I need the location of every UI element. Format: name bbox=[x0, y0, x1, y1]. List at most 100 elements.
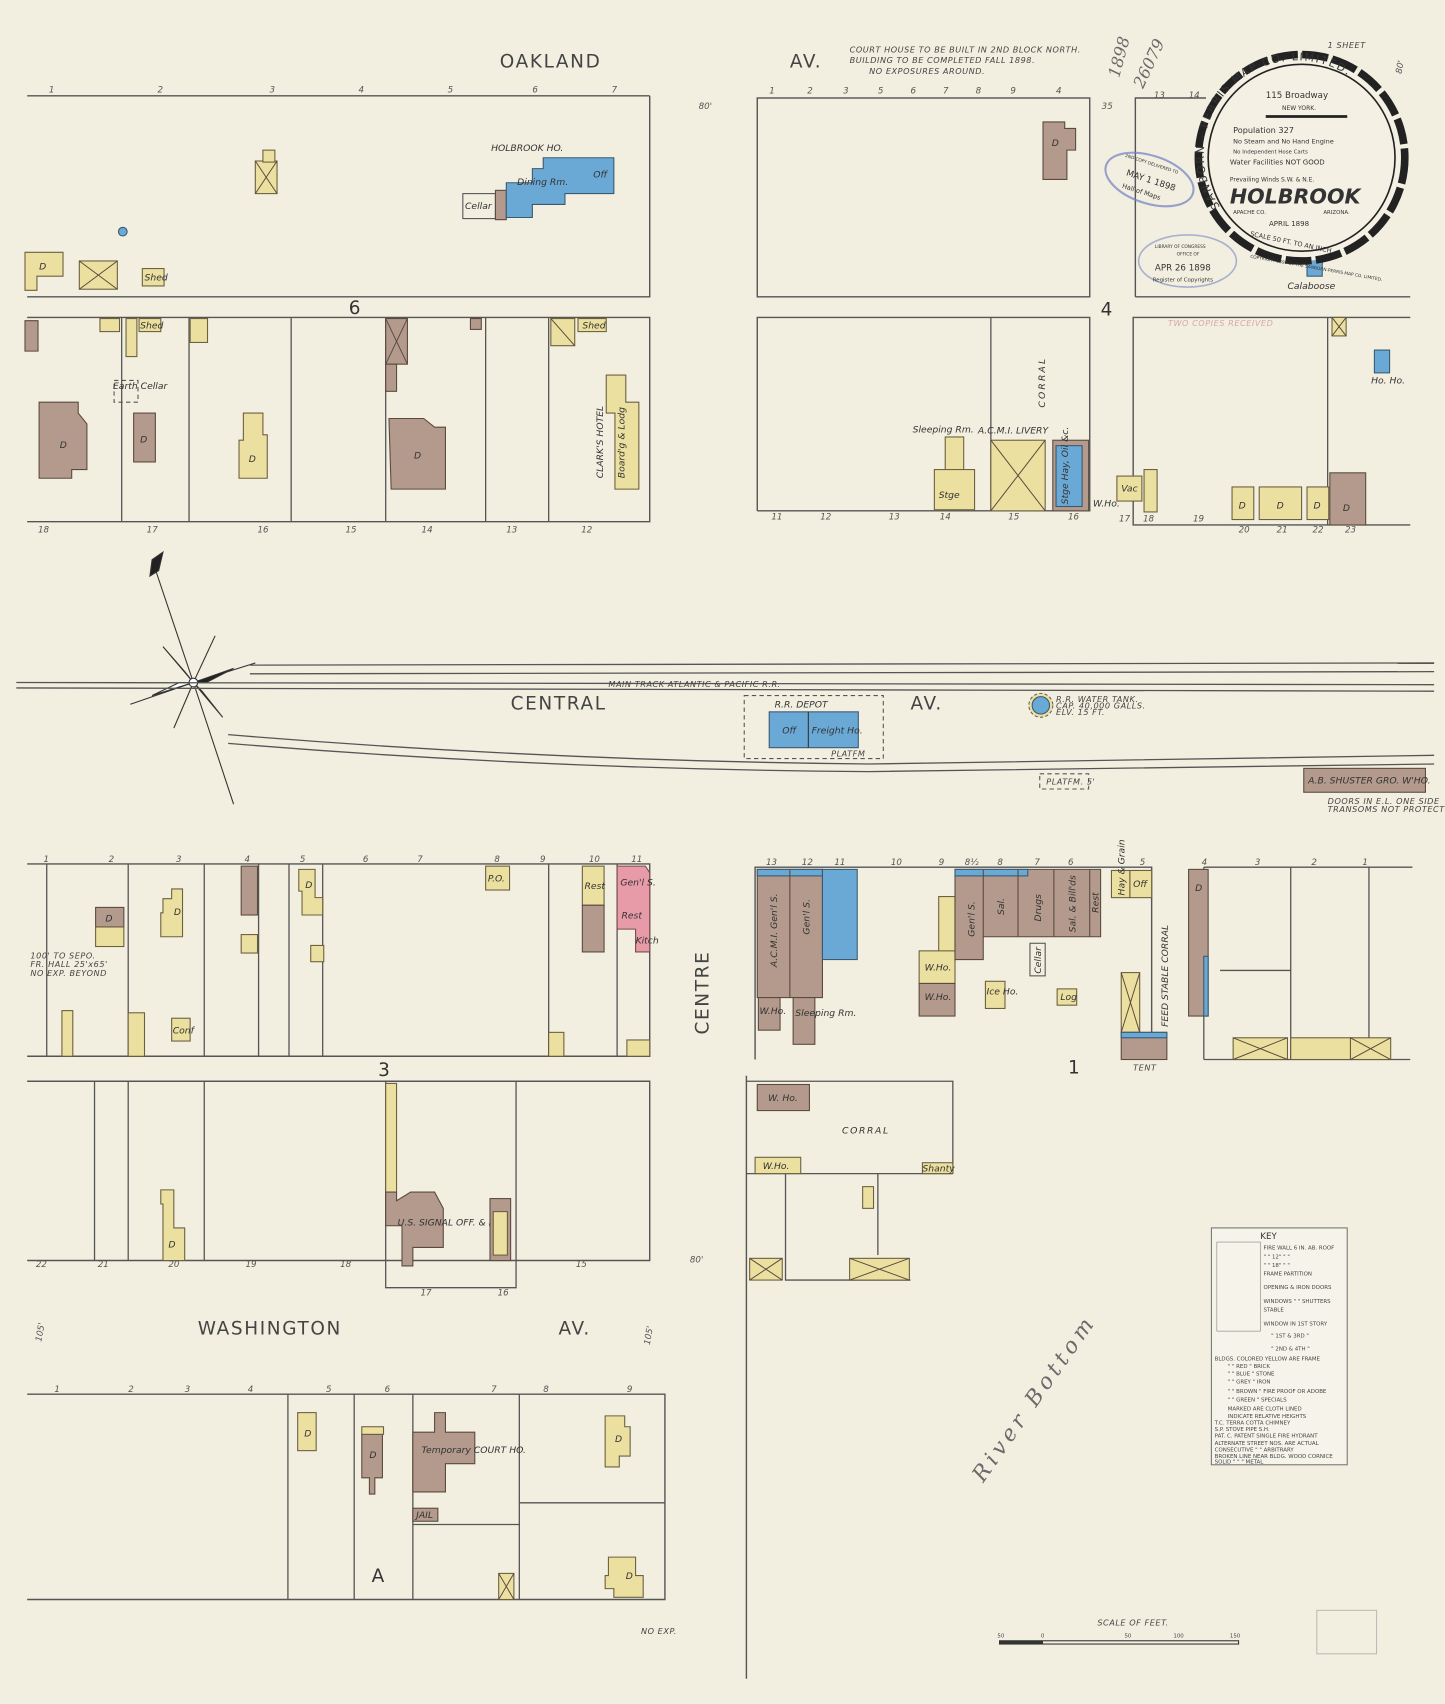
svg-text:KEY: KEY bbox=[1260, 1232, 1277, 1242]
svg-text:WINDOWS " " SHUTTERS: WINDOWS " " SHUTTERS bbox=[1264, 1299, 1332, 1305]
svg-text:Rest: Rest bbox=[621, 910, 642, 921]
svg-text:Off: Off bbox=[1133, 879, 1148, 890]
svg-text:Water Facilities NOT GOOD: Water Facilities NOT GOOD bbox=[1230, 157, 1325, 166]
svg-text:5: 5 bbox=[1140, 858, 1146, 868]
svg-text:FRAME PARTITION: FRAME PARTITION bbox=[1264, 1272, 1312, 1278]
block-1: 1 A.C.M.I. Gen'l S. Gen'l S. W.Ho. Sleep… bbox=[754, 839, 1413, 1079]
svg-text:13: 13 bbox=[506, 526, 517, 536]
svg-text:23: 23 bbox=[1345, 526, 1356, 536]
svg-text:7: 7 bbox=[612, 86, 618, 96]
svg-text:5: 5 bbox=[300, 855, 306, 865]
svg-text:" " GREEN " SPECIALS: " " GREEN " SPECIALS bbox=[1228, 1398, 1288, 1404]
svg-text:D: D bbox=[140, 434, 147, 445]
svg-text:D: D bbox=[60, 440, 67, 451]
svg-text:Drugs: Drugs bbox=[1033, 894, 1044, 922]
svg-text:18: 18 bbox=[38, 526, 50, 536]
svg-text:D: D bbox=[1314, 501, 1321, 512]
svg-text:3: 3 bbox=[185, 1385, 191, 1395]
dwelling bbox=[388, 417, 446, 490]
svg-text:" " RED " BRICK: " " RED " BRICK bbox=[1228, 1364, 1271, 1370]
svg-text:A.B. SHUSTER GRO. W'HO.: A.B. SHUSTER GRO. W'HO. bbox=[1307, 776, 1430, 787]
svg-text:3: 3 bbox=[269, 86, 275, 96]
svg-text:0: 0 bbox=[1041, 1634, 1045, 1640]
street-central: CENTRAL bbox=[511, 694, 607, 715]
svg-text:Sal.: Sal. bbox=[996, 898, 1007, 915]
svg-text:2: 2 bbox=[109, 855, 115, 865]
street-central-av: AV. bbox=[910, 694, 942, 715]
no-exp-note: NO EXP. bbox=[641, 1626, 677, 1636]
svg-text:19: 19 bbox=[246, 1260, 257, 1270]
lower-east-lots: W. Ho. CORRAL W.Ho. Shanty bbox=[745, 1075, 955, 1679]
svg-text:Shed: Shed bbox=[582, 320, 605, 331]
scale-bar: SCALE OF FEET. 50 0 50 100 150 bbox=[997, 1618, 1241, 1645]
svg-text:Ice Ho.: Ice Ho. bbox=[987, 986, 1019, 997]
svg-text:Shed: Shed bbox=[140, 320, 163, 331]
shuster-warehouse: A.B. SHUSTER GRO. W'HO. DOORS IN E.L. ON… bbox=[1303, 767, 1445, 814]
svg-text:Population 327: Population 327 bbox=[1233, 125, 1294, 135]
svg-text:11: 11 bbox=[834, 858, 845, 868]
svg-text:4: 4 bbox=[1056, 87, 1062, 97]
svg-text:8: 8 bbox=[997, 858, 1003, 868]
svg-text:CORRAL: CORRAL bbox=[842, 1125, 890, 1136]
svg-text:17: 17 bbox=[420, 1288, 432, 1298]
svg-text:4: 4 bbox=[244, 855, 250, 865]
svg-text:SCALE OF FEET.: SCALE OF FEET. bbox=[1097, 1618, 1168, 1628]
svg-text:BROKEN LINE NEAR BLDG. WOOD CO: BROKEN LINE NEAR BLDG. WOOD CORNICE bbox=[1215, 1454, 1334, 1460]
block-4: 4 D Calaboose CORRAL Sleeping Rm. Stge A… bbox=[756, 97, 1411, 526]
svg-text:Gen'l S.: Gen'l S. bbox=[967, 901, 978, 936]
svg-text:COURT HOUSE TO BE BUILT IN 2ND: COURT HOUSE TO BE BUILT IN 2ND BLOCK NOR… bbox=[850, 44, 1081, 54]
svg-text:R.R. DEPOT: R.R. DEPOT bbox=[775, 700, 829, 711]
svg-text:Off: Off bbox=[593, 169, 608, 180]
svg-text:D: D bbox=[174, 907, 181, 918]
svg-text:Log: Log bbox=[1060, 992, 1077, 1003]
svg-text:Shed: Shed bbox=[145, 273, 168, 284]
svg-text:D: D bbox=[369, 1450, 376, 1461]
svg-text:17: 17 bbox=[147, 526, 159, 536]
svg-text:19: 19 bbox=[1193, 515, 1204, 525]
svg-text:6: 6 bbox=[363, 855, 369, 865]
svg-text:Gen'l S.: Gen'l S. bbox=[620, 878, 655, 889]
svg-text:BLDGS. COLORED YELLOW ARE FRAM: BLDGS. COLORED YELLOW ARE FRAME bbox=[1215, 1356, 1321, 1362]
street-washington: WASHINGTON bbox=[198, 1318, 342, 1339]
platform-label: PLATFM. 5' bbox=[1046, 777, 1095, 787]
svg-text:DOORS IN E.L. ONE SIDE: DOORS IN E.L. ONE SIDE bbox=[1328, 796, 1440, 806]
svg-text:STABLE: STABLE bbox=[1264, 1308, 1285, 1314]
general-store-label: Gen'l S. bbox=[801, 899, 812, 934]
width-label: 105' bbox=[34, 1322, 47, 1342]
block-number: 4 bbox=[1101, 299, 1113, 320]
svg-text:MARKED ARE CLOTH LINED: MARKED ARE CLOTH LINED bbox=[1228, 1406, 1302, 1412]
svg-text:TRANSOMS NOT PROTECTED: TRANSOMS NOT PROTECTED bbox=[1328, 804, 1445, 814]
svg-text:100: 100 bbox=[1173, 1634, 1184, 1640]
holbrook-house-label: HOLBROOK HO. bbox=[491, 143, 563, 154]
svg-text:Kitch: Kitch bbox=[636, 935, 659, 946]
svg-text:7: 7 bbox=[943, 87, 949, 97]
svg-text:Vac: Vac bbox=[1121, 483, 1137, 494]
svg-text:LIBRARY OF CONGRESS: LIBRARY OF CONGRESS bbox=[1155, 244, 1206, 250]
svg-text:8: 8 bbox=[543, 1385, 549, 1395]
svg-text:12: 12 bbox=[802, 858, 813, 868]
svg-text:12: 12 bbox=[581, 526, 592, 536]
svg-text:2: 2 bbox=[158, 86, 164, 96]
svg-text:NO EXPOSURES AROUND.: NO EXPOSURES AROUND. bbox=[869, 66, 985, 76]
svg-text:" 1ST & 3RD ": " 1ST & 3RD " bbox=[1271, 1334, 1309, 1340]
svg-text:10: 10 bbox=[891, 858, 903, 868]
svg-text:15: 15 bbox=[345, 526, 357, 536]
dwelling bbox=[38, 401, 88, 479]
svg-text:W. Ho.: W. Ho. bbox=[768, 1093, 798, 1104]
svg-text:1: 1 bbox=[54, 1385, 60, 1395]
svg-text:Prevailing Winds S.W. & N.E.: Prevailing Winds S.W. & N.E. bbox=[1230, 177, 1315, 184]
svg-text:100' TO SEPO.: 100' TO SEPO. bbox=[30, 950, 95, 960]
width-label: 80' bbox=[690, 1256, 703, 1266]
svg-text:FR. HALL 25'x65': FR. HALL 25'x65' bbox=[30, 959, 107, 969]
svg-text:S.P. STOVE PIPE S.H.: S.P. STOVE PIPE S.H. bbox=[1215, 1427, 1270, 1433]
svg-text:4: 4 bbox=[359, 86, 365, 96]
svg-text:14: 14 bbox=[1189, 91, 1200, 101]
clarks-hotel bbox=[605, 374, 640, 490]
svg-text:Earth Cellar: Earth Cellar bbox=[113, 381, 169, 392]
svg-text:R.R. WATER TANK.: R.R. WATER TANK. bbox=[1056, 694, 1138, 704]
svg-text:Sleeping Rm.: Sleeping Rm. bbox=[795, 1008, 856, 1019]
svg-text:INDICATE RELATIVE HEIGHTS: INDICATE RELATIVE HEIGHTS bbox=[1228, 1414, 1307, 1420]
svg-text:D: D bbox=[249, 454, 256, 465]
